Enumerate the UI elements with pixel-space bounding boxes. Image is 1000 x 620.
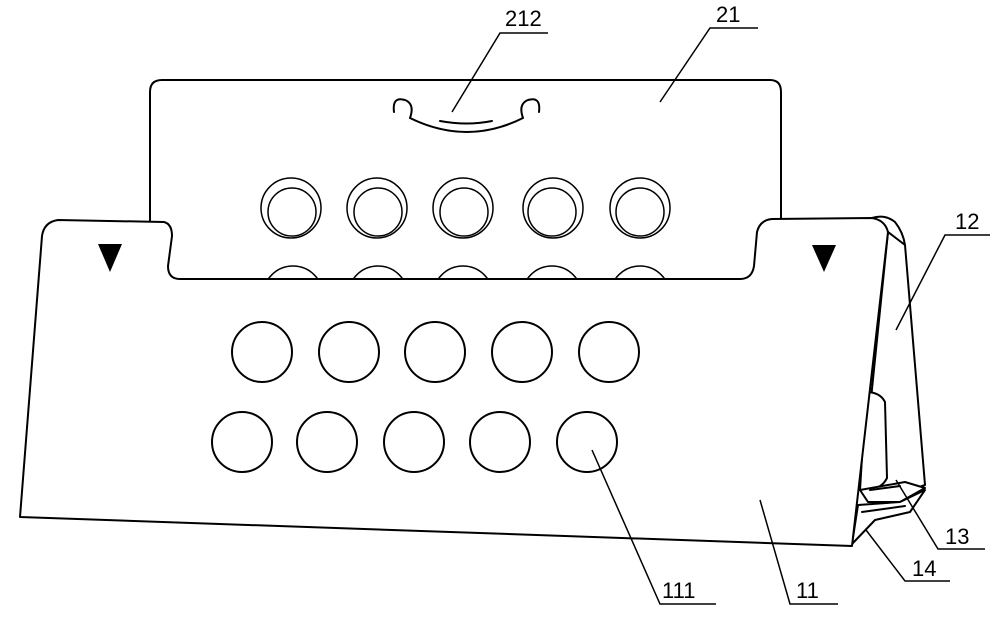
arrow-down-icon — [98, 244, 122, 272]
label-11: 11 — [796, 578, 819, 603]
front-panel-11 — [19, 217, 889, 547]
label-111: 111 — [662, 578, 695, 603]
holes-111 — [211, 321, 640, 473]
leaders — [451, 27, 990, 605]
handle-slot-212 — [392, 98, 541, 133]
card-21 — [149, 79, 782, 327]
label-212: 212 — [505, 6, 542, 31]
label-21: 21 — [716, 2, 740, 27]
label-12: 12 — [955, 209, 979, 234]
label-13: 13 — [945, 524, 969, 549]
label-14: 14 — [912, 556, 936, 581]
card-holes-row-1 — [260, 177, 671, 239]
arrow-down-icon — [812, 245, 836, 272]
